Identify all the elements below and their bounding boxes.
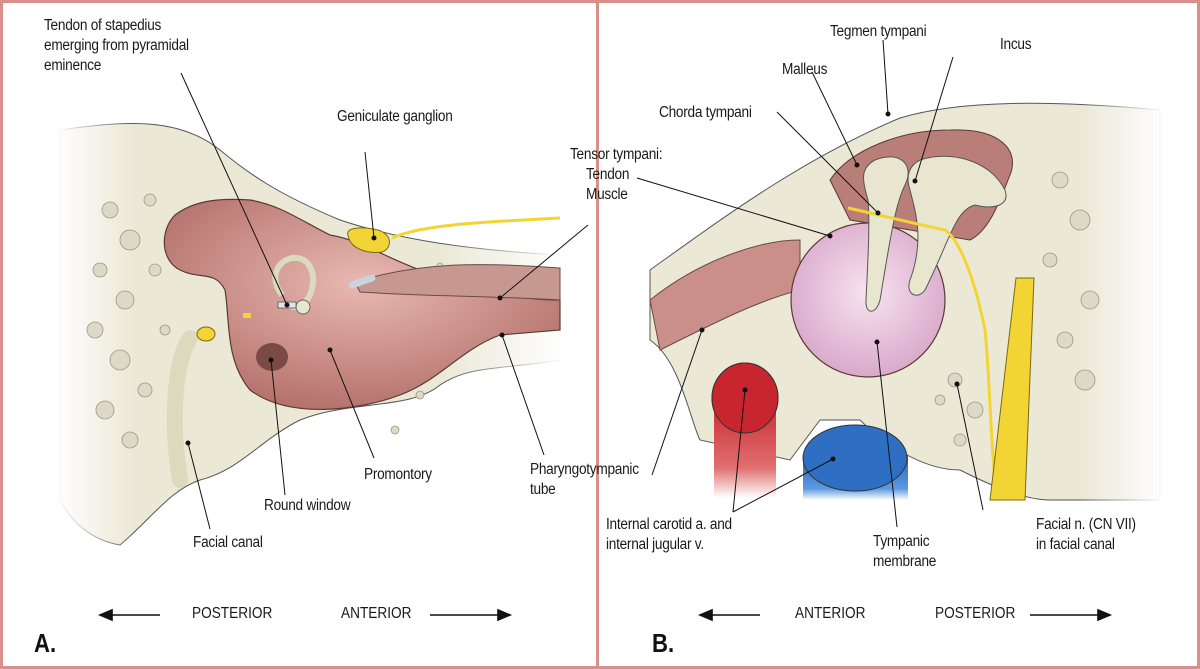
panel-b-illustration bbox=[649, 100, 1165, 510]
geniculate-ganglion bbox=[347, 227, 390, 253]
label-incus: Incus bbox=[1000, 36, 1032, 53]
label-tensor-muscle: Muscle bbox=[586, 186, 628, 203]
direction-arrows bbox=[97, 608, 1113, 622]
panel-label-b: B. bbox=[652, 628, 675, 658]
label-malleus: Malleus bbox=[782, 61, 828, 78]
internal-jugular-vein bbox=[802, 424, 908, 492]
leader-lines bbox=[180, 39, 984, 530]
direction-anterior-b: ANTERIOR bbox=[795, 605, 866, 622]
label-round-window: Round window bbox=[264, 497, 351, 514]
direction-posterior-b: POSTERIOR bbox=[935, 605, 1016, 622]
round-window bbox=[256, 343, 288, 371]
direction-posterior-a: POSTERIOR bbox=[192, 605, 273, 622]
label-pharyngotympanic-tube: Pharyngotympanic tube bbox=[530, 461, 639, 498]
label-chorda-tympani: Chorda tympani bbox=[659, 104, 752, 121]
label-tensor-tympani: Tensor tympani: bbox=[570, 146, 663, 163]
label-promontory: Promontory bbox=[364, 466, 432, 483]
direction-anterior-a: ANTERIOR bbox=[341, 605, 412, 622]
incus bbox=[907, 155, 1007, 296]
air-cells-a bbox=[86, 193, 444, 449]
label-carotid-and-jugular: Internal carotid a. and internal jugular… bbox=[606, 516, 732, 553]
panel-label-a: A. bbox=[34, 628, 57, 658]
malleus bbox=[863, 156, 909, 312]
label-tegmen-tympani: Tegmen tympani bbox=[830, 23, 927, 40]
label-tympanic-membrane: Tympanic membrane bbox=[873, 533, 937, 570]
chorda-tympani bbox=[847, 206, 997, 481]
air-cells-b bbox=[686, 171, 1100, 447]
label-facial-nerve: Facial n. (CN VII) in facial canal bbox=[1036, 516, 1136, 553]
label-tensor-tendon: Tendon bbox=[586, 166, 630, 183]
label-facial-canal: Facial canal bbox=[193, 534, 263, 551]
panel-a-illustration bbox=[55, 120, 565, 560]
label-tendon-of-stapedius: Tendon of stapedius emerging from pyrami… bbox=[44, 17, 189, 74]
facial-canal bbox=[166, 330, 198, 488]
nerve-a bbox=[391, 216, 561, 240]
facial-nerve bbox=[989, 277, 1035, 501]
label-geniculate-ganglion: Geniculate ganglion bbox=[337, 108, 453, 125]
panel-divider bbox=[596, 0, 599, 669]
